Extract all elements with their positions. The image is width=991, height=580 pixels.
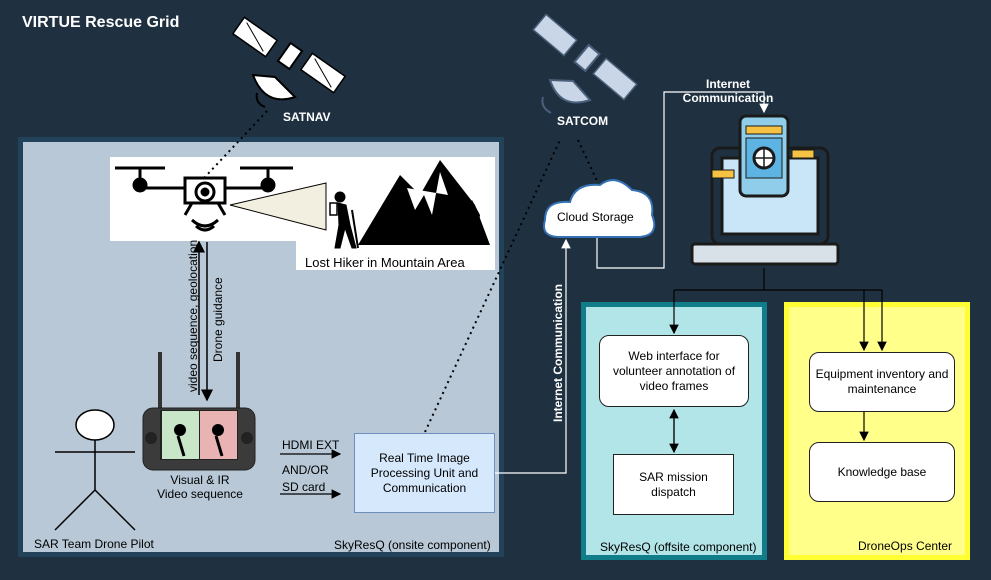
laptop-icon [690, 114, 840, 266]
cloud-storage-label: Cloud Storage [557, 210, 634, 224]
sd-card-label: SD card [282, 480, 326, 494]
mountain-icon [358, 160, 490, 245]
equipment-inventory-box: Equipment inventory and maintenance [809, 352, 955, 412]
pilot-stick-figure-icon [54, 409, 136, 531]
camera-beam [229, 182, 327, 231]
skyresq-onsite-label: SkyResQ (onsite component) [334, 538, 491, 552]
internet-comm-up-arrow [495, 238, 571, 474]
hdmi-label: HDMI EXT [282, 438, 340, 452]
satnav-satellite-icon [231, 16, 347, 108]
droneops-center-label: DroneOps Center [858, 539, 953, 553]
satnav-label: SATNAV [283, 110, 331, 124]
drone-guidance-label: Drone guidance [211, 277, 225, 362]
satcom-satellite-icon [532, 13, 638, 114]
skyresq-offsite-label: SkyResQ (offsite component) [600, 540, 757, 554]
visual-ir-label: Visual & IR Video sequence [157, 473, 243, 501]
hiker-icon [329, 191, 359, 249]
cloud-icon [543, 179, 656, 238]
sar-mission-dispatch-box: SAR mission dispatch [613, 454, 734, 515]
droneops-center-panel [784, 302, 970, 560]
internet-communication-label: Internet Communication [682, 77, 774, 105]
video-sequence-geolocation-label: video sequence, geolocation [186, 239, 200, 392]
sar-pilot-label: SAR Team Drone Pilot [34, 537, 154, 551]
satcom-label: SATCOM [557, 114, 609, 128]
real-time-processing-unit-box: Real Time Image Processing Unit and Comm… [354, 433, 495, 513]
diagram-title: VIRTUE Rescue Grid [22, 14, 180, 31]
drone-icon [115, 166, 293, 232]
and-or-label: AND/OR [282, 463, 329, 477]
internet-comm-laptop-arrow [596, 91, 769, 269]
remote-controller-icon [142, 352, 256, 471]
web-interface-box: Web interface for volunteer annotation o… [599, 335, 749, 407]
lost-hiker-label: Lost Hiker in Mountain Area [305, 255, 465, 270]
satcom-cloud-link [577, 139, 599, 184]
knowledge-base-box: Knowledge base [809, 442, 955, 502]
internet-communication-vertical-label: Internet Communication [551, 283, 565, 422]
